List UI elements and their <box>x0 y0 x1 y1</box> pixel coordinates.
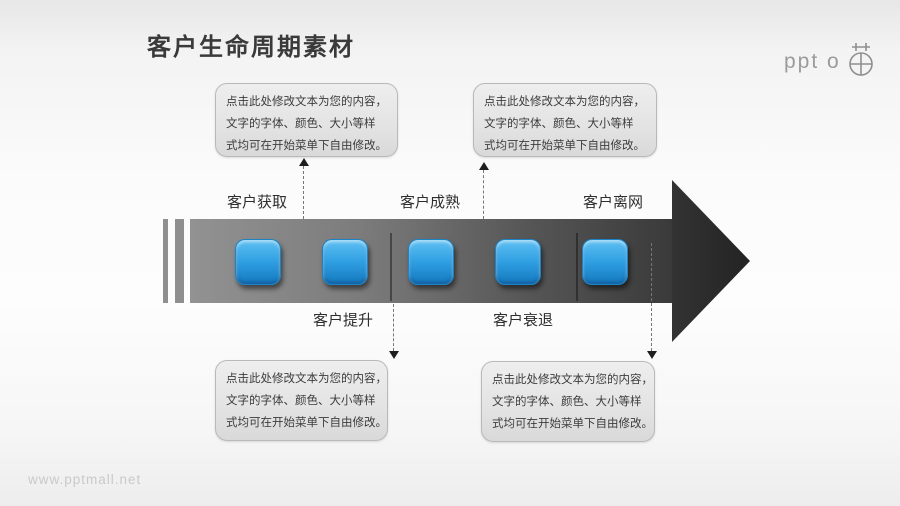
logo-text: ppt o <box>784 49 841 73</box>
callout-text: 式均可在开始菜单下自由修改。 <box>226 140 387 152</box>
callout-text: 式均可在开始菜单下自由修改。 <box>492 418 653 430</box>
callout-bottom-left: 点击此处修改文本为您的内容， 文字的字体、颜色、大小等样 式均可在开始菜单下自由… <box>215 360 388 441</box>
stage-marker <box>495 239 541 285</box>
stage-label-acquisition: 客户获取 <box>226 194 287 211</box>
callout-text: 文字的字体、颜色、大小等样 <box>226 395 376 407</box>
compass-circle-icon <box>845 40 877 83</box>
stage-divider <box>576 233 578 301</box>
callout-bottom-right: 点击此处修改文本为您的内容， 文字的字体、颜色、大小等样 式均可在开始菜单下自由… <box>481 361 655 442</box>
callout-connector <box>651 243 652 351</box>
callout-connector <box>393 304 394 351</box>
stage-marker <box>408 239 454 285</box>
stage-label-decline: 客户衰退 <box>492 312 553 329</box>
arrow-down-icon <box>389 351 399 359</box>
stage-divider <box>390 233 392 301</box>
stage-label-maturity: 客户成熟 <box>399 194 460 211</box>
arrow-head-icon <box>672 180 750 342</box>
callout-text: 文字的字体、颜色、大小等样 <box>226 118 376 130</box>
callout-text: 文字的字体、颜色、大小等样 <box>492 396 642 408</box>
callout-text: 文字的字体、颜色、大小等样 <box>484 118 634 130</box>
callout-text: 式均可在开始菜单下自由修改。 <box>226 417 387 429</box>
callout-text: 点击此处修改文本为您的内容， <box>492 374 653 386</box>
watermark: www.pptmall.net <box>28 472 142 487</box>
callout-top-right: 点击此处修改文本为您的内容， 文字的字体、颜色、大小等样 式均可在开始菜单下自由… <box>473 83 657 157</box>
arrow-up-icon <box>479 162 489 170</box>
callout-connector <box>483 170 484 219</box>
stage-marker <box>322 239 368 285</box>
callout-top-left: 点击此处修改文本为您的内容， 文字的字体、颜色、大小等样 式均可在开始菜单下自由… <box>215 83 398 157</box>
stage-marker <box>235 239 281 285</box>
page-title: 客户生命周期素材 <box>147 34 355 61</box>
stage-marker <box>582 239 628 285</box>
callout-text: 点击此处修改文本为您的内容， <box>484 96 645 108</box>
callout-text: 点击此处修改文本为您的内容， <box>226 96 387 108</box>
stage-label-growth: 客户提升 <box>312 312 373 329</box>
pptmall-logo: ppt o <box>784 40 877 83</box>
stage-label-churn: 客户离网 <box>582 194 643 211</box>
callout-connector <box>303 166 304 219</box>
arrow-tail-stripe <box>163 219 168 303</box>
arrow-down-icon <box>647 351 657 359</box>
arrow-tail-stripe <box>175 219 184 303</box>
callout-text: 点击此处修改文本为您的内容， <box>226 373 387 385</box>
callout-text: 式均可在开始菜单下自由修改。 <box>484 140 645 152</box>
arrow-up-icon <box>299 158 309 166</box>
